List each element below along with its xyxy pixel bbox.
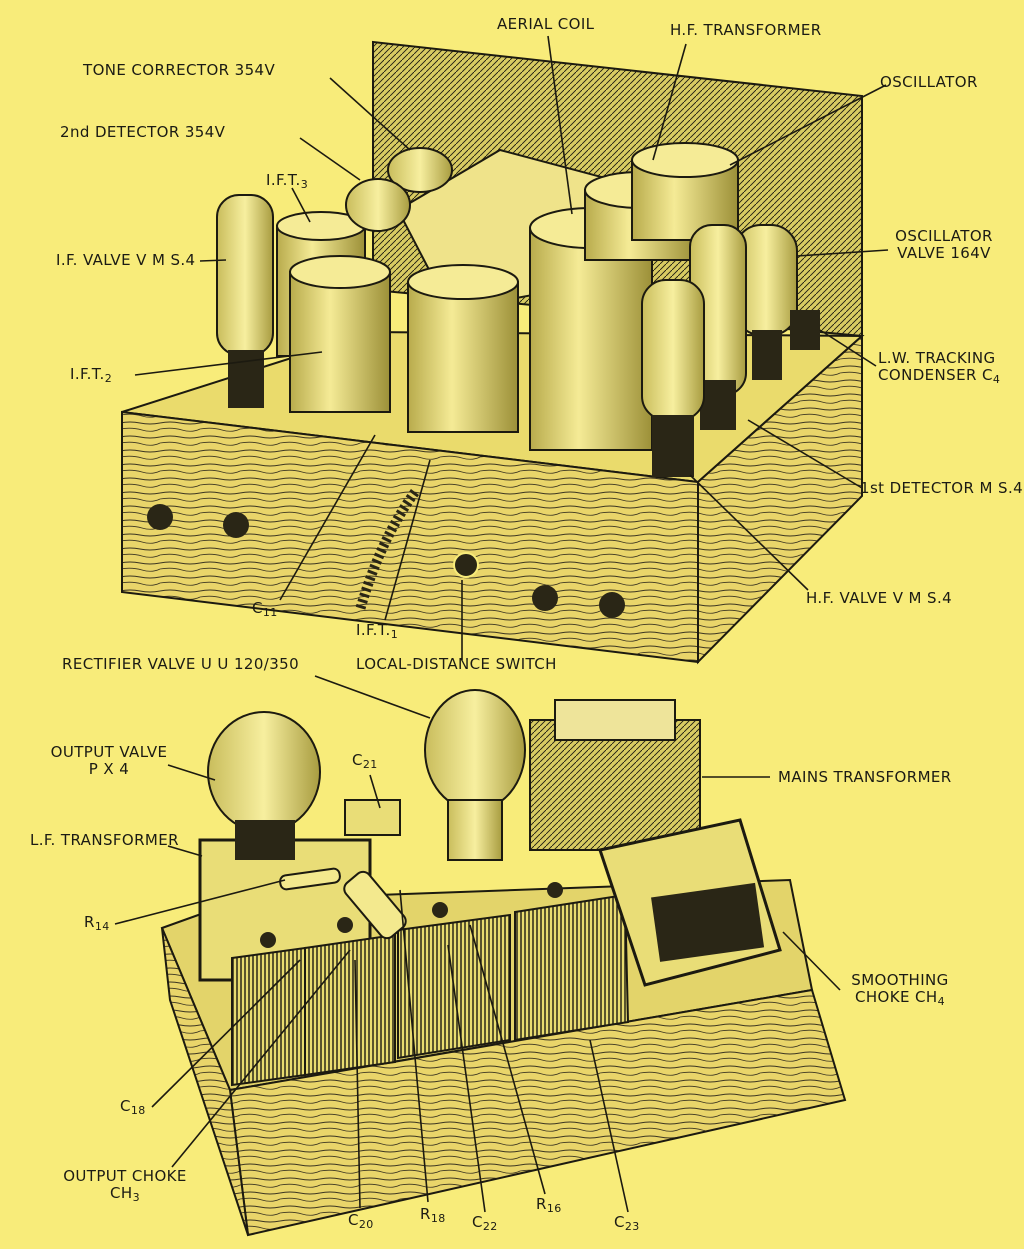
label-first-detector: 1st DETECTOR M S.4 bbox=[860, 479, 1024, 497]
leader-ift1 bbox=[384, 459, 431, 621]
label-output-valve: OUTPUT VALVE P X 4 bbox=[50, 743, 168, 778]
lw-tracking-condenser bbox=[790, 310, 820, 350]
leader-c11 bbox=[279, 434, 376, 601]
leader-lf-transformer bbox=[167, 845, 203, 857]
hf-valve bbox=[641, 279, 705, 477]
label-ift3: I.F.T.3 bbox=[266, 171, 309, 192]
leader-lw-tracking bbox=[819, 329, 877, 367]
front-socket-1 bbox=[147, 504, 173, 530]
tone-corrector-valve bbox=[387, 147, 453, 193]
label-oscillator-valve: OSCILLATOR VALVE 164V bbox=[895, 227, 993, 262]
label-r16: R16 bbox=[536, 1195, 562, 1216]
leader-output-choke bbox=[171, 949, 351, 1168]
leader-c21 bbox=[369, 774, 381, 809]
label-second-detector: 2nd DETECTOR 354V bbox=[60, 123, 226, 141]
top-chassis bbox=[121, 40, 865, 665]
output-choke-ch3 bbox=[304, 933, 396, 1077]
leader-hf-valve bbox=[689, 474, 809, 591]
bottom-chassis bbox=[160, 689, 847, 1237]
mains-transformer bbox=[529, 699, 701, 851]
leader-second-detector bbox=[299, 137, 361, 181]
rectifier-valve bbox=[424, 689, 526, 861]
output-valve bbox=[207, 711, 321, 860]
leader-oscillator bbox=[729, 84, 887, 166]
leader-r16 bbox=[469, 924, 546, 1195]
terminal-4 bbox=[547, 882, 563, 898]
leader-oscillator-valve bbox=[796, 249, 889, 257]
condenser-c23 bbox=[514, 893, 630, 1042]
label-output-choke: OUTPUT CHOKE CH3 bbox=[63, 1167, 187, 1205]
label-tone-corrector: TONE CORRECTOR 354V bbox=[83, 61, 276, 79]
front-socket-3 bbox=[532, 585, 558, 611]
label-r14: R14 bbox=[84, 913, 110, 934]
leader-output-valve bbox=[167, 764, 216, 781]
label-c22: C22 bbox=[472, 1213, 498, 1234]
ift1-can bbox=[407, 264, 519, 433]
label-mains-transformer: MAINS TRANSFORMER bbox=[778, 768, 952, 786]
label-c18: C18 bbox=[120, 1097, 146, 1118]
label-c20: C20 bbox=[348, 1211, 374, 1232]
oscillator-valve bbox=[734, 224, 798, 380]
label-ift2: I.F.T.2 bbox=[70, 365, 113, 386]
label-oscillator: OSCILLATOR bbox=[880, 73, 978, 91]
leader-ift2 bbox=[134, 351, 323, 376]
leader-c18 bbox=[151, 959, 301, 1108]
base-left bbox=[161, 927, 249, 1236]
leader-c20 bbox=[354, 959, 361, 1209]
resistor-r14 bbox=[279, 867, 341, 891]
terminal-2 bbox=[337, 917, 353, 933]
leader-aerial-coil bbox=[547, 35, 573, 215]
leader-first-detector bbox=[747, 419, 863, 489]
leader-hf-transformer bbox=[652, 43, 687, 161]
leader-rectifier bbox=[314, 675, 431, 719]
leader-c23 bbox=[589, 1039, 629, 1213]
label-lw-tracking: L.W. TRACKING CONDENSER C4 bbox=[878, 349, 1001, 387]
label-if-valve: I.F. VALVE V M S.4 bbox=[56, 251, 196, 269]
resistor-r18 bbox=[343, 870, 407, 940]
terminal-3 bbox=[432, 902, 448, 918]
label-rectifier: RECTIFIER VALVE U U 120/350 bbox=[62, 655, 300, 673]
label-smoothing-choke: SMOOTHING CHOKE CH4 bbox=[851, 971, 949, 1009]
label-c21: C21 bbox=[352, 751, 378, 772]
second-detector-valve bbox=[345, 178, 411, 232]
chassis-side-face bbox=[697, 333, 863, 665]
label-aerial-coil: AERIAL COIL bbox=[497, 15, 595, 33]
leader-r14 bbox=[114, 879, 286, 925]
leader-if-valve bbox=[199, 259, 227, 262]
leader-ift3 bbox=[291, 187, 311, 223]
label-hf-valve: H.F. VALVE V M S.4 bbox=[806, 589, 953, 607]
label-r18: R18 bbox=[420, 1205, 446, 1226]
front-socket-4 bbox=[599, 592, 625, 618]
label-lf-transformer: L.F. TRANSFORMER bbox=[30, 831, 179, 849]
label-c11: C11 bbox=[252, 599, 278, 620]
leader-lines bbox=[114, 35, 889, 1213]
leader-c22 bbox=[447, 944, 486, 1213]
front-socket-2 bbox=[223, 512, 249, 538]
leader-r18 bbox=[399, 889, 429, 1203]
ift2-can bbox=[289, 255, 391, 413]
aerial-cable bbox=[355, 489, 420, 612]
label-ift1: I.F.T.1 bbox=[356, 621, 399, 642]
smoothing-choke bbox=[598, 818, 782, 987]
leader-tone-corrector bbox=[329, 77, 411, 151]
leader-smoothing bbox=[782, 931, 841, 991]
condenser-c21 bbox=[344, 799, 401, 836]
local-distance-switch-knob bbox=[453, 552, 479, 578]
label-hf-transformer: H.F. TRANSFORMER bbox=[670, 21, 822, 39]
label-c23: C23 bbox=[614, 1213, 640, 1234]
terminal-1 bbox=[260, 932, 276, 948]
label-local-distance: LOCAL-DISTANCE SWITCH bbox=[356, 655, 557, 673]
